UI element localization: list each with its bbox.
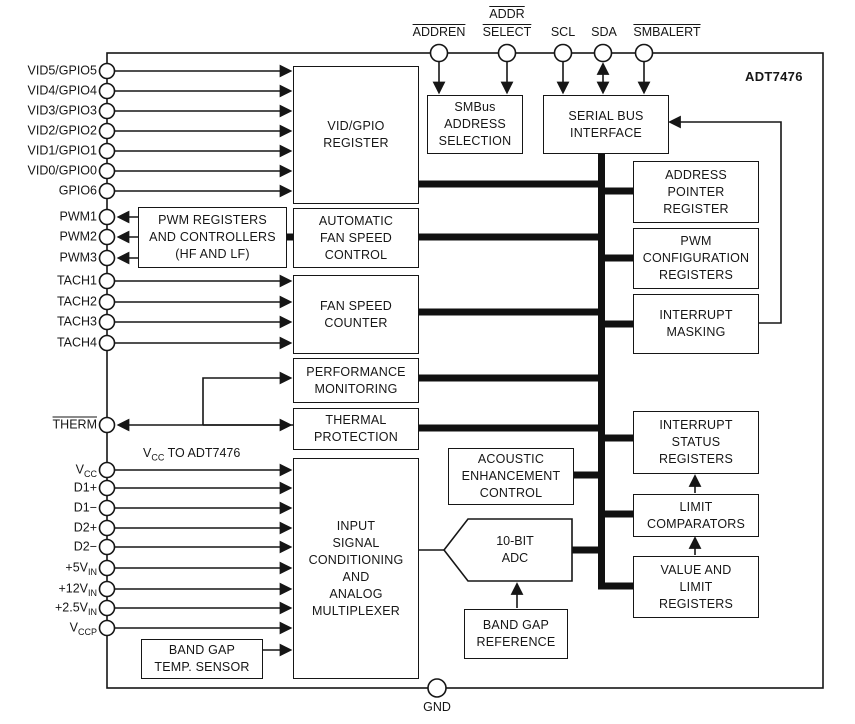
pin-scl: SCL (550, 25, 576, 39)
block-limit-comparators: LIMIT COMPARATORS (633, 494, 759, 537)
pin-vid1-gpio1: VID1/GPIO1 (27, 143, 97, 158)
block-band-gap-temp-sensor-label: BAND GAP TEMP. SENSOR (154, 643, 250, 674)
pin-5vin: +5VIN (65, 560, 97, 578)
block-address-pointer-register-label: ADDRESS POINTER REGISTER (663, 167, 729, 216)
block-automatic-fan-speed-control: AUTOMATIC FAN SPEED CONTROL (293, 208, 419, 268)
pin-d2-minus: D2− (73, 539, 97, 554)
pin-tach2: TACH2 (56, 294, 97, 309)
pin-d1-plus: D1+ (73, 480, 97, 495)
block-performance-monitoring-label: PERFORMANCE MONITORING (306, 364, 406, 396)
block-interrupt-masking: INTERRUPT MASKING (633, 294, 759, 354)
block-acoustic-enhancement-control: ACOUSTIC ENHANCEMENT CONTROL (448, 448, 574, 505)
pin-5vin-base: +5V (65, 560, 88, 575)
pin-5vin-sub: IN (88, 567, 97, 577)
block-interrupt-status-registers: INTERRUPT STATUS REGISTERS (633, 411, 759, 474)
block-serial-bus-interface-label: SERIAL BUS INTERFACE (568, 108, 644, 140)
block-pwm-registers-controllers: PWM REGISTERS AND CONTROLLERS (HF AND LF… (138, 207, 287, 268)
block-input-signal-conditioning: INPUT SIGNAL CONDITIONING AND ANALOG MUL… (293, 458, 419, 679)
pin-smbalert: SMBALERT (633, 25, 701, 39)
block-vid-gpio-register-label: VID/GPIO REGISTER (323, 119, 389, 150)
pin-pwm1: PWM1 (59, 209, 98, 224)
pin-vid2-gpio2: VID2/GPIO2 (27, 123, 97, 138)
vcc-note-base: V (143, 446, 152, 460)
block-thermal-protection: THERMAL PROTECTION (293, 408, 419, 450)
block-fan-speed-counter: FAN SPEED COUNTER (293, 275, 419, 354)
pin-pwm2: PWM2 (59, 229, 98, 244)
pin-vccp-sub: CCP (77, 627, 97, 637)
block-interrupt-status-registers-label: INTERRUPT STATUS REGISTERS (658, 418, 734, 466)
block-fan-speed-counter-label: FAN SPEED COUNTER (320, 298, 392, 330)
pin-2-5vin-sub: IN (88, 607, 97, 617)
pin-d1-minus: D1− (73, 500, 97, 515)
vcc-note-rest: TO ADT7476 (164, 446, 241, 460)
block-pwm-registers-controllers-label: PWM REGISTERS AND CONTROLLERS (HF AND LF… (149, 213, 276, 261)
pin-12vin-base: +12V (58, 581, 88, 596)
pin-sda: SDA (591, 25, 617, 39)
block-serial-bus-interface: SERIAL BUS INTERFACE (543, 95, 669, 154)
pin-addren: ADDREN (412, 25, 466, 39)
block-automatic-fan-speed-control-label: AUTOMATIC FAN SPEED CONTROL (318, 213, 394, 262)
pin-vid4-gpio4: VID4/GPIO4 (27, 83, 97, 98)
pin-circles (98, 43, 654, 698)
pin-vcc-base: V (75, 462, 84, 477)
pin-tach1: TACH1 (56, 273, 97, 288)
pin-12vin: +12VIN (58, 581, 97, 599)
block-thermal-protection-label: THERMAL PROTECTION (314, 413, 398, 444)
pin-vcc: VCC (75, 462, 97, 480)
pin-12vin-sub: IN (88, 588, 97, 598)
block-band-gap-temp-sensor: BAND GAP TEMP. SENSOR (141, 639, 263, 679)
block-acoustic-enhancement-control-label: ACOUSTIC ENHANCEMENT CONTROL (461, 452, 561, 500)
pin-tach3: TACH3 (56, 314, 97, 329)
pin-vid5-gpio5: VID5/GPIO5 (27, 63, 97, 78)
pin-2-5vin-base: +2.5V (54, 600, 88, 615)
pin-gpio6: GPIO6 (58, 183, 97, 198)
vcc-note-sub: CC (151, 452, 165, 463)
block-smbus-address-selection-label: SMBus ADDRESS SELECTION (438, 100, 512, 148)
pin-addr-select-line1: ADDR (489, 7, 525, 21)
pin-tach4: TACH4 (56, 335, 97, 350)
pin-d2-plus: D2+ (73, 520, 97, 535)
block-pwm-configuration-registers: PWM CONFIGURATION REGISTERS (633, 228, 759, 289)
pin-therm: THERM (52, 417, 97, 432)
block-interrupt-masking-label: INTERRUPT MASKING (659, 308, 733, 339)
block-input-signal-conditioning-label: INPUT SIGNAL CONDITIONING AND ANALOG MUL… (308, 518, 404, 618)
block-limit-comparators-label: LIMIT COMPARATORS (646, 499, 746, 531)
chip-name: ADT7476 (745, 69, 803, 84)
block-value-limit-registers-label: VALUE AND LIMIT REGISTERS (658, 562, 734, 611)
block-smbus-address-selection: SMBus ADDRESS SELECTION (427, 95, 523, 154)
block-value-limit-registers: VALUE AND LIMIT REGISTERS (633, 556, 759, 618)
block-band-gap-reference-label: BAND GAP REFERENCE (476, 618, 556, 649)
block-vid-gpio-register: VID/GPIO REGISTER (293, 66, 419, 204)
pin-vid0-gpio0: VID0/GPIO0 (27, 163, 97, 178)
adc-shape (442, 518, 573, 582)
chip-outline (106, 52, 824, 689)
signal-arrows (115, 61, 782, 657)
block-address-pointer-register: ADDRESS POINTER REGISTER (633, 161, 759, 223)
block-10bit-adc-label: 10-BIT ADC (496, 534, 534, 565)
pin-vcc-sub: CC (84, 469, 97, 479)
vcc-note: VCC TO ADT7476 (143, 446, 240, 463)
pin-vid3-gpio3: VID3/GPIO3 (27, 103, 97, 118)
block-10bit-adc: 10-BIT ADC (460, 519, 570, 581)
block-band-gap-reference: BAND GAP REFERENCE (464, 609, 568, 659)
pin-2-5vin: +2.5VIN (54, 600, 97, 618)
pin-vccp-base: V (69, 620, 78, 635)
pin-pwm3: PWM3 (59, 250, 98, 265)
gnd-label: GND (423, 700, 451, 714)
block-performance-monitoring: PERFORMANCE MONITORING (293, 358, 419, 403)
block-pwm-configuration-registers-label: PWM CONFIGURATION REGISTERS (642, 234, 750, 282)
pin-vccp: VCCP (69, 620, 97, 638)
data-bus-lines (285, 151, 633, 590)
pin-addr-select-line2: SELECT (482, 25, 532, 39)
